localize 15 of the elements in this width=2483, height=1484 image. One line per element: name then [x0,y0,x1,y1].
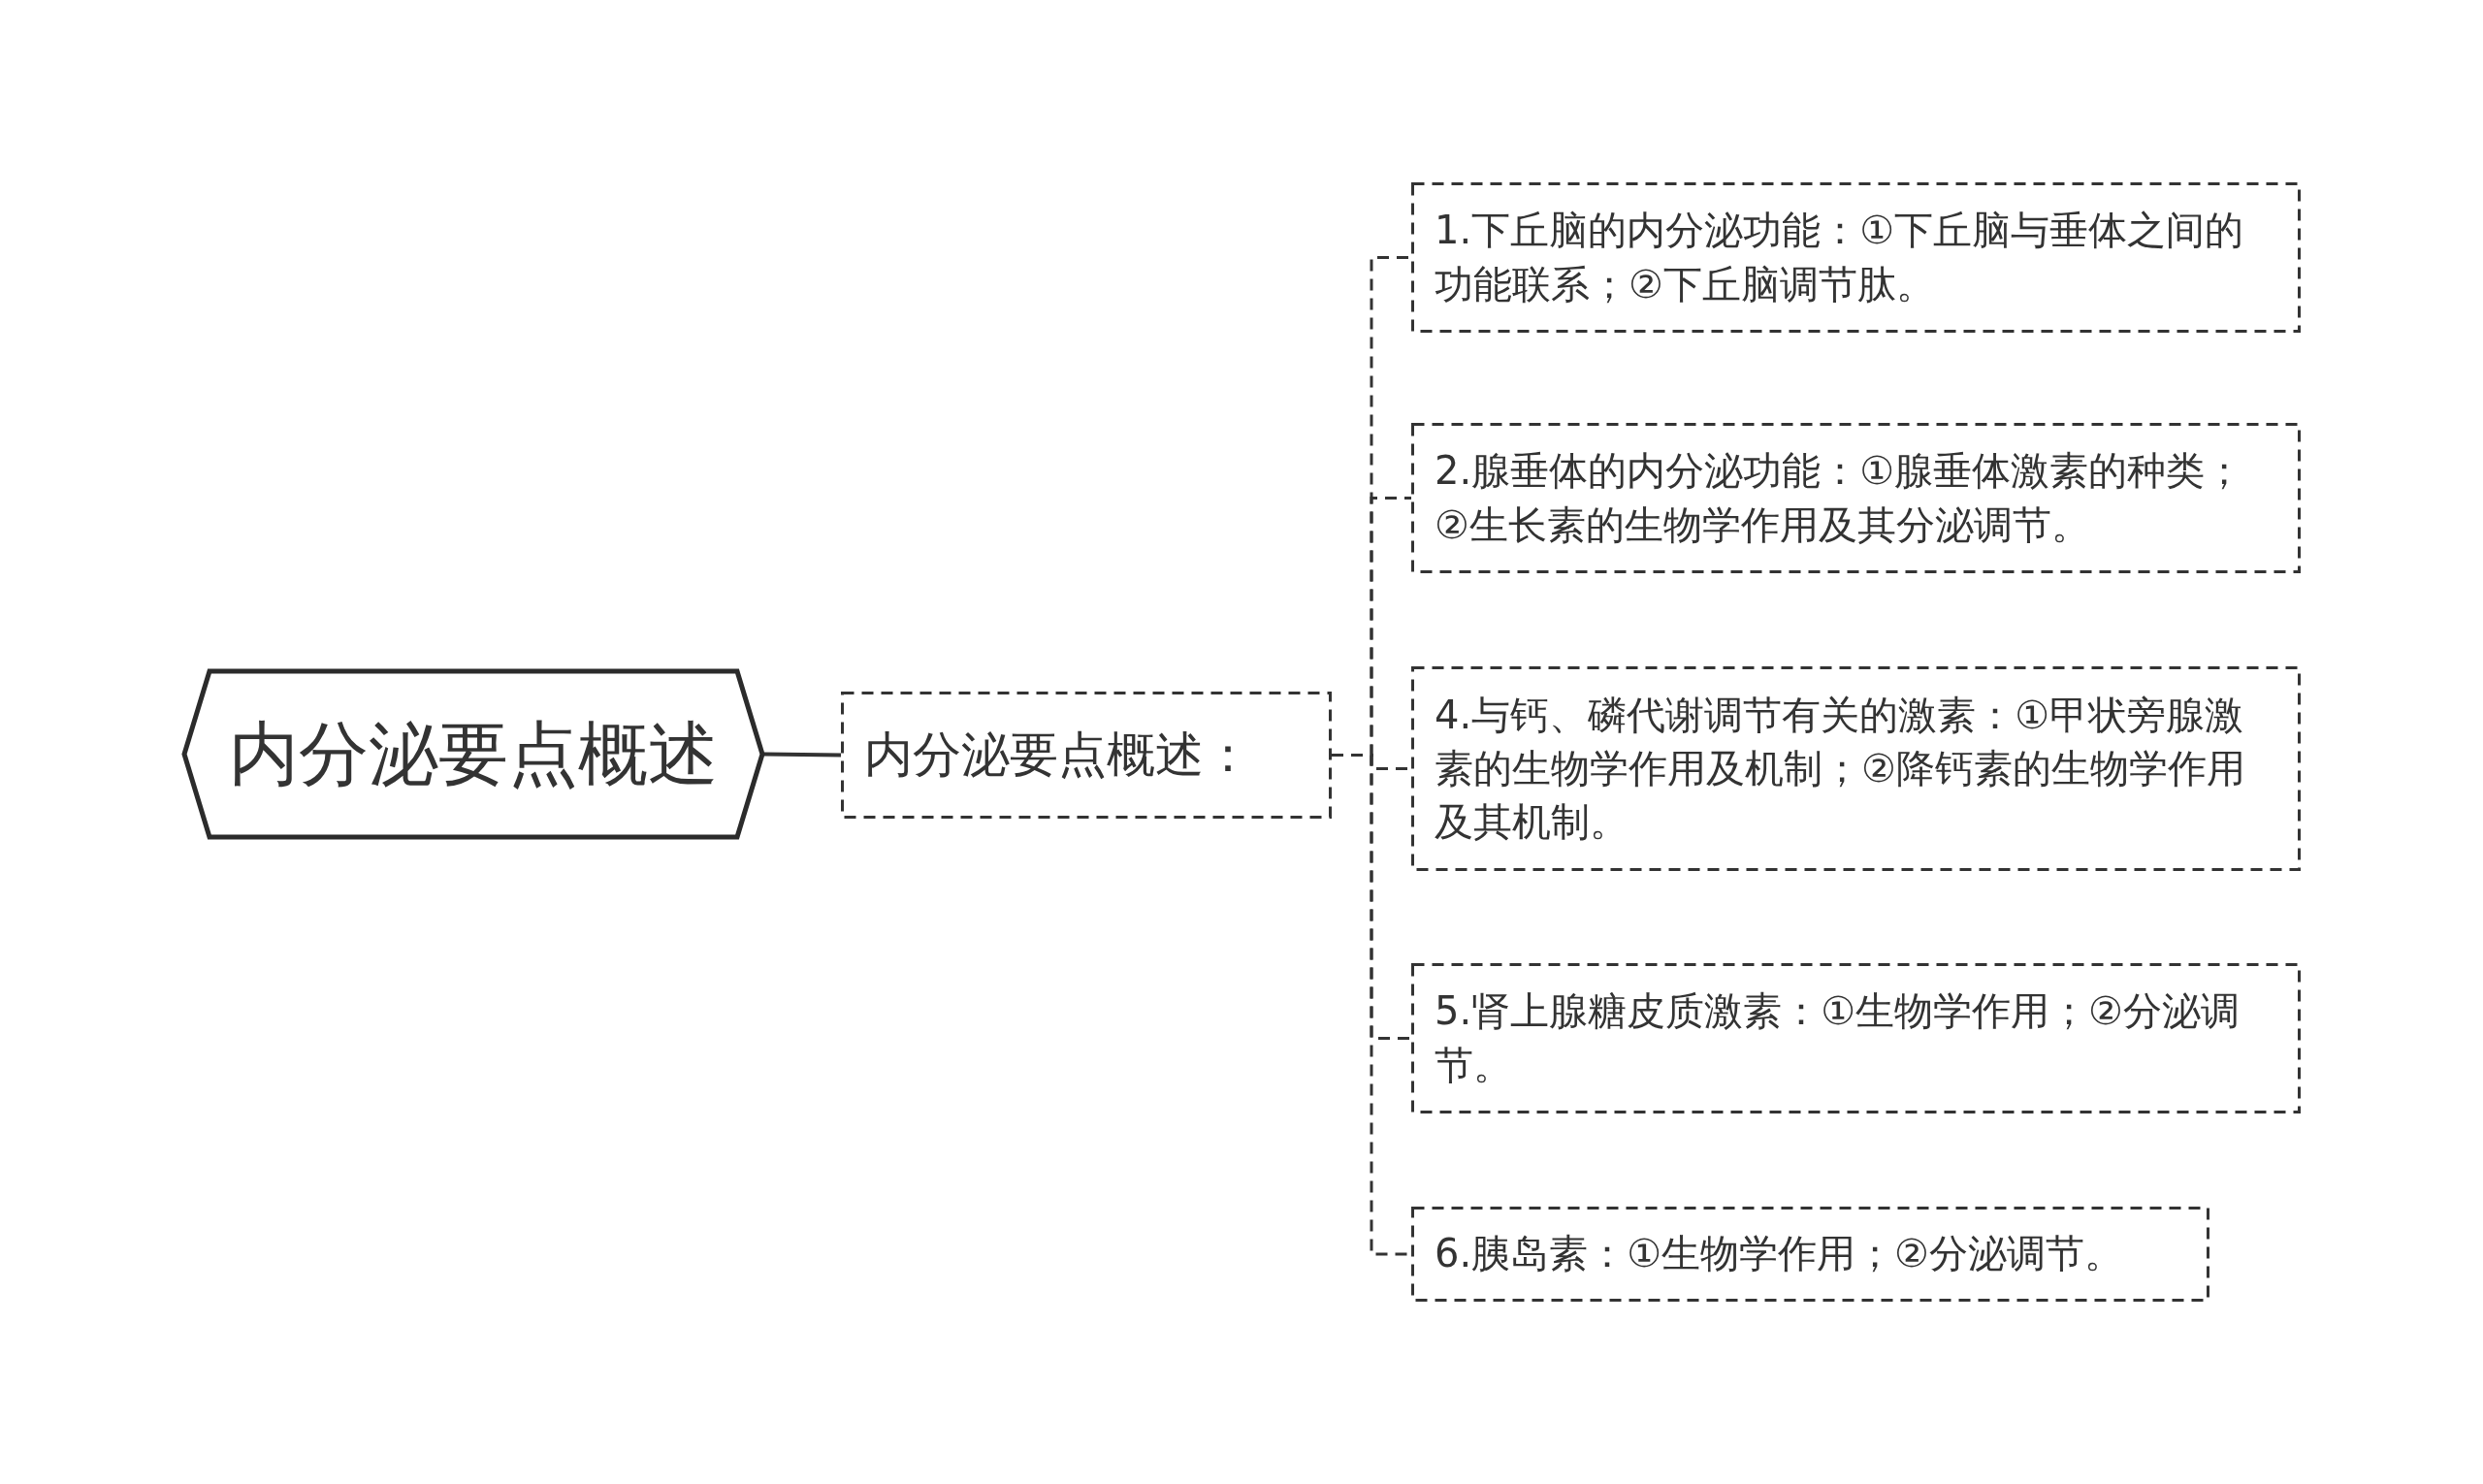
dashed-box [1411,1207,2209,1302]
topic-text: 6.胰岛素：①生物学作用；②分泌调节。 [1435,1230,2123,1278]
topic-hexagon [182,669,764,839]
dashed-box [1411,963,2301,1113]
connector-line [763,752,842,758]
topic-text: 4.与钙、磷代谢调节有关的激素：①甲状旁腺激素的生物学作用及机制；②降钙素的生物学作用及其机制。 [1435,691,2246,847]
topic-text: 内分泌要点概述： [864,726,1252,785]
dashed-box [1411,666,2301,871]
topic-text: 5.肾上腺糖皮质激素：①生物学作用；②分泌调节。 [1435,987,2241,1089]
dashed-box [1411,423,2301,573]
dashed-box [841,692,1332,819]
topic-text: 2.腺垂体的内分泌功能：①腺垂体激素的种类；②生长素的生物学作用及其分泌调节。 [1435,447,2245,549]
dashed-box [1411,182,2301,333]
topic-text: 1.下丘脑的内分泌功能：①下丘脑与垂体之间的功能联系；②下丘脑调节肽。 [1435,207,2245,308]
topic-title: 内分泌要点概述 [229,711,718,796]
